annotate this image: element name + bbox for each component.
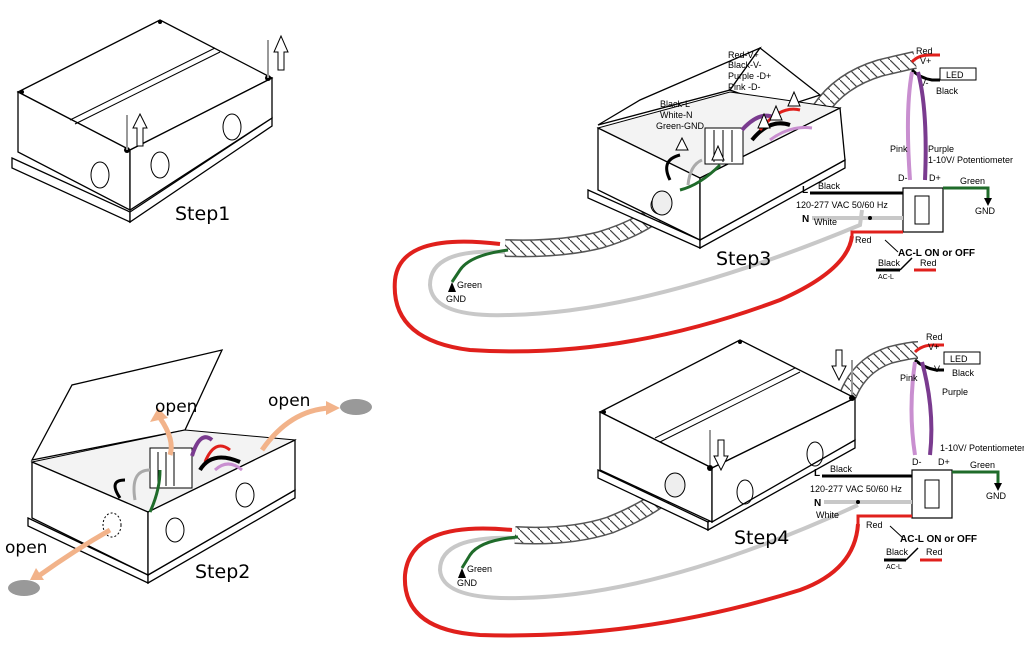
step3-box-black-v: Black-V- (728, 60, 762, 70)
step4-l-mark: L (814, 468, 820, 479)
step4-green-right-label: Green (970, 460, 995, 470)
step3-purple-label: Purple (928, 144, 954, 154)
step1-title: Step1 (175, 203, 230, 225)
step3-acl-label: AC-L ON or OFF (898, 248, 975, 259)
step4-red-loop (402, 523, 860, 638)
open-arrow-left (38, 527, 112, 578)
open-label-top: open (155, 397, 197, 417)
step3-red-mid-label: Red (855, 235, 872, 245)
step4-n-mark: N (814, 498, 821, 509)
step4-vminus-label: V- (934, 364, 943, 374)
step3-dplus-label: D+ (929, 173, 941, 183)
step3-white-label: White (814, 217, 837, 227)
step3-pink-label: Pink (890, 144, 908, 154)
step3-sw-red-label: Red (920, 258, 937, 268)
step4-potentiometer-label: 1-10V/ Potentiometer (940, 443, 1024, 453)
open-label-left: open (5, 538, 47, 558)
step3-box-purple-d: Purple -D+ (728, 71, 771, 81)
step3-led-label: LED (946, 70, 964, 80)
step3-box-black-l: Black-L (660, 99, 690, 109)
open-arrow-top (157, 416, 174, 456)
step4-sw-acl-label: AC-L (886, 564, 902, 571)
step2-junction-box (27, 349, 297, 585)
step3-dminus-label: D- (898, 173, 908, 183)
open-arrow-right (259, 405, 331, 452)
knockout-disc-left (8, 580, 40, 596)
step2-title: Step2 (195, 561, 250, 583)
step3-green-ground-left (450, 248, 509, 283)
step4-purple-label: Purple (942, 387, 968, 397)
step4-junction-box (597, 339, 857, 532)
step3-gnd-right-label: GND (975, 206, 996, 216)
step3-potentiometer-label: 1-10V/ Potentiometer (928, 155, 1013, 165)
step3-panel: Green GND (392, 46, 1013, 354)
step3-red-top-label: Red (916, 46, 933, 56)
step4-voltage-label: 120-277 VAC 50/60 Hz (810, 484, 902, 494)
step3-led-box (939, 67, 977, 81)
step3-green-left-label: Green (457, 280, 482, 290)
step3-voltage-label: 120-277 VAC 50/60 Hz (796, 200, 888, 210)
step4-gray-loop (437, 503, 859, 601)
step3-sw-black-label: Black (878, 258, 901, 268)
step4-title: Step4 (734, 527, 789, 549)
step4-black-l-label: Black (830, 464, 853, 474)
step4-white-label: White (816, 510, 839, 520)
open-label-right: open (268, 391, 310, 411)
step3-junction-box (587, 46, 846, 250)
step4-dminus-label: D- (912, 457, 922, 467)
step3-title: Step3 (716, 248, 771, 270)
step3-black-v-label: Black (936, 86, 959, 96)
step3-l-mark: L (802, 185, 808, 196)
step4-vplus-label: V+ (928, 342, 939, 352)
step3-box-green-gnd: Green-GND (656, 121, 705, 131)
step4-dimmer-switch (911, 469, 953, 519)
step1-junction-box (11, 19, 289, 224)
step3-vminus-label: V- (920, 78, 929, 88)
step4-red-top-label: Red (926, 332, 943, 342)
step3-gnd-left-label: GND (446, 294, 467, 304)
step4-led-box (943, 351, 981, 365)
step3-box-pink-d: Pink -D- (728, 82, 761, 92)
step4-pink-label: Pink (900, 373, 918, 383)
step3-box-white-n: White-N (660, 110, 693, 120)
step4-gnd-left-label: GND (457, 578, 478, 588)
step4-sw-black-label: Black (886, 547, 909, 557)
step3-sw-acl-label: AC-L (878, 274, 894, 281)
knockout-disc-right (340, 399, 372, 415)
step4-sw-red-label: Red (926, 547, 943, 557)
step3-red-loop (392, 235, 854, 354)
step4-led-label: LED (950, 354, 968, 364)
step4-panel: Green GND LED (402, 332, 1024, 638)
step3-box-red-v: Red-V+ (728, 50, 759, 60)
step3-n-mark: N (802, 214, 809, 225)
step4-black-v-label: Black (952, 368, 975, 378)
step3-gray-loop (427, 209, 864, 318)
step2-panel: open open open Step2 (5, 349, 372, 596)
step4-dplus-label: D+ (938, 457, 950, 467)
step3-green-right-label: Green (960, 176, 985, 186)
step3-vplus-label: V+ (920, 56, 931, 66)
step4-acl-label: AC-L ON or OFF (900, 534, 977, 545)
step4-red-mid-label: Red (866, 520, 883, 530)
step3-black-l-label: Black (818, 181, 841, 191)
step1-panel: Step1 (11, 19, 289, 225)
step4-green-left-label: Green (467, 564, 492, 574)
step4-gnd-right-label: GND (986, 491, 1007, 501)
